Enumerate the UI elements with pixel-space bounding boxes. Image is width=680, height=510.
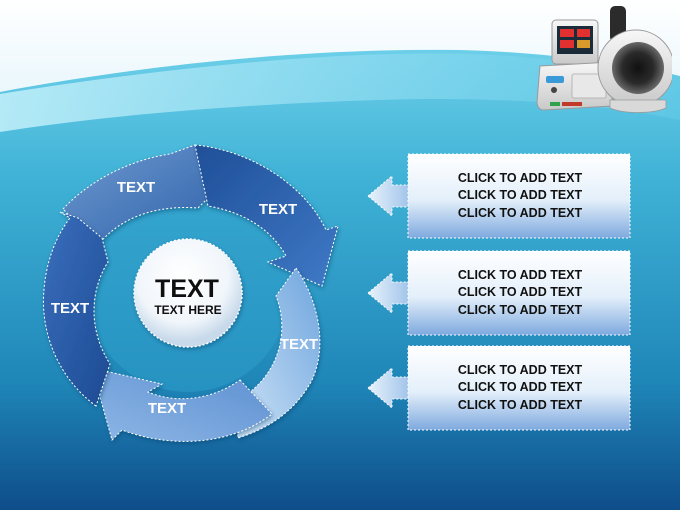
callout-3-line-2: CLICK TO ADD TEXT bbox=[457, 380, 583, 395]
cycle-center-title: TEXT bbox=[155, 275, 219, 303]
cycle-segment-3 bbox=[234, 267, 321, 439]
callout-1-text[interactable]: CLICK TO ADD TEXT CLICK TO ADD TEXT CLIC… bbox=[408, 152, 632, 240]
cycle-segment-5-label: TEXT bbox=[51, 300, 89, 317]
callout-2-arrow-box bbox=[367, 250, 631, 336]
callout-1-line-3: CLICK TO ADD TEXT bbox=[457, 205, 583, 220]
callout-2-text[interactable]: CLICK TO ADD TEXT CLICK TO ADD TEXT CLIC… bbox=[408, 249, 632, 337]
cycle-segment-2-label: TEXT bbox=[259, 201, 297, 218]
callout-3-text[interactable]: CLICK TO ADD TEXT CLICK TO ADD TEXT CLIC… bbox=[408, 344, 632, 432]
cycle-segment-4 bbox=[91, 367, 273, 442]
cycle-segment-3-label: TEXT bbox=[280, 336, 318, 353]
callout-3-line-3: CLICK TO ADD TEXT bbox=[457, 397, 583, 412]
callout-1-line-1: CLICK TO ADD TEXT bbox=[457, 170, 583, 185]
cycle-center-subtitle: TEXT HERE bbox=[154, 303, 221, 317]
callout-1-arrow-box bbox=[367, 153, 631, 239]
callout-2-line-1: CLICK TO ADD TEXT bbox=[457, 267, 583, 282]
cycle-segment-2 bbox=[194, 144, 339, 287]
callout-3-arrow-box bbox=[367, 345, 631, 431]
callout-3[interactable]: CLICK TO ADD TEXT CLICK TO ADD TEXT CLIC… bbox=[366, 344, 632, 432]
cycle-center bbox=[133, 238, 243, 348]
callout-2-line-3: CLICK TO ADD TEXT bbox=[457, 302, 583, 317]
blood-pressure-monitor-image bbox=[536, 6, 672, 113]
cycle-segment-4-label: TEXT bbox=[148, 400, 186, 417]
callout-3-line-1: CLICK TO ADD TEXT bbox=[457, 362, 583, 377]
callout-2-line-2: CLICK TO ADD TEXT bbox=[457, 285, 583, 300]
callout-1[interactable]: CLICK TO ADD TEXT CLICK TO ADD TEXT CLIC… bbox=[366, 152, 632, 240]
callout-1-line-2: CLICK TO ADD TEXT bbox=[457, 188, 583, 203]
cycle-segment-1-label: TEXT bbox=[117, 179, 155, 196]
callout-2[interactable]: CLICK TO ADD TEXT CLICK TO ADD TEXT CLIC… bbox=[366, 249, 632, 337]
cycle-segment-5 bbox=[42, 211, 111, 407]
